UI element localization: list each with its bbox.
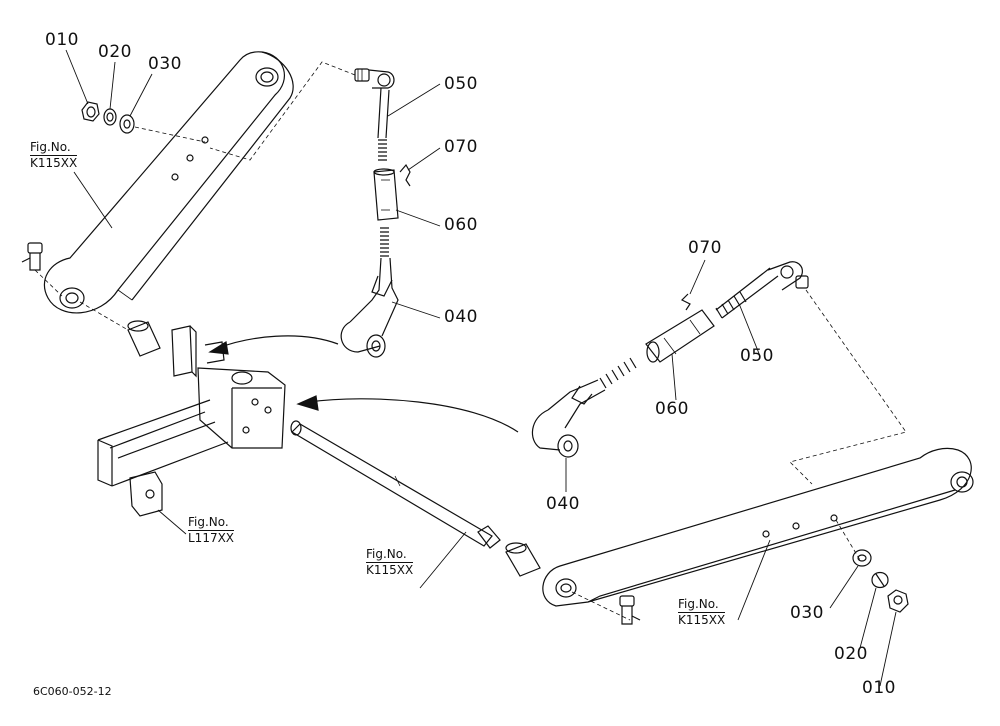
fig-ref-code: K115XX bbox=[366, 561, 414, 577]
drawing-id: 6C060-052-12 bbox=[33, 685, 112, 698]
center-frame bbox=[80, 302, 285, 516]
part-label-030-left: 030 bbox=[148, 54, 182, 74]
part-label-040-left: 040 bbox=[444, 307, 478, 327]
fig-ref-frame: Fig.No. L117XX bbox=[188, 515, 235, 546]
part-label-050-left: 050 bbox=[444, 74, 478, 94]
fig-ref-title: Fig.No. bbox=[188, 515, 229, 529]
leader-lines bbox=[66, 50, 896, 686]
part-label-020-right: 020 bbox=[834, 644, 868, 664]
fig-ref-left-arm: Fig.No. K115XX bbox=[30, 140, 78, 171]
right-pin-bolt bbox=[572, 592, 640, 624]
cross-shaft bbox=[291, 421, 540, 576]
part-label-070-right: 070 bbox=[688, 238, 722, 258]
fig-ref-right-arm: Fig.No. K115XX bbox=[678, 597, 726, 628]
part-label-030-right: 030 bbox=[790, 603, 824, 623]
part-label-060-left: 060 bbox=[444, 215, 478, 235]
part-label-050-right: 050 bbox=[740, 346, 774, 366]
fig-ref-title: Fig.No. bbox=[366, 547, 407, 561]
left-lift-arm bbox=[44, 52, 293, 313]
fig-ref-code: L117XX bbox=[188, 529, 235, 545]
assembly-arrows bbox=[210, 336, 518, 432]
fig-ref-title: Fig.No. bbox=[678, 597, 719, 611]
right-fastener-set bbox=[836, 520, 908, 612]
part-label-010-right: 010 bbox=[862, 678, 896, 698]
fig-ref-code: K115XX bbox=[30, 154, 78, 170]
part-label-010-left: 010 bbox=[45, 30, 79, 50]
part-label-020-left: 020 bbox=[98, 42, 132, 62]
part-label-040-right: 040 bbox=[546, 494, 580, 514]
fig-ref-title: Fig.No. bbox=[30, 140, 71, 154]
left-pin-bolt bbox=[22, 243, 62, 296]
fig-ref-cross-shaft: Fig.No. K115XX bbox=[366, 547, 414, 578]
fig-ref-code: K115XX bbox=[678, 611, 726, 627]
part-label-060-right: 060 bbox=[655, 399, 689, 419]
right-lift-arm bbox=[543, 448, 973, 606]
part-label-070-left: 070 bbox=[444, 137, 478, 157]
right-lift-rod-assembly bbox=[532, 262, 906, 484]
left-lift-rod-assembly bbox=[210, 62, 410, 357]
